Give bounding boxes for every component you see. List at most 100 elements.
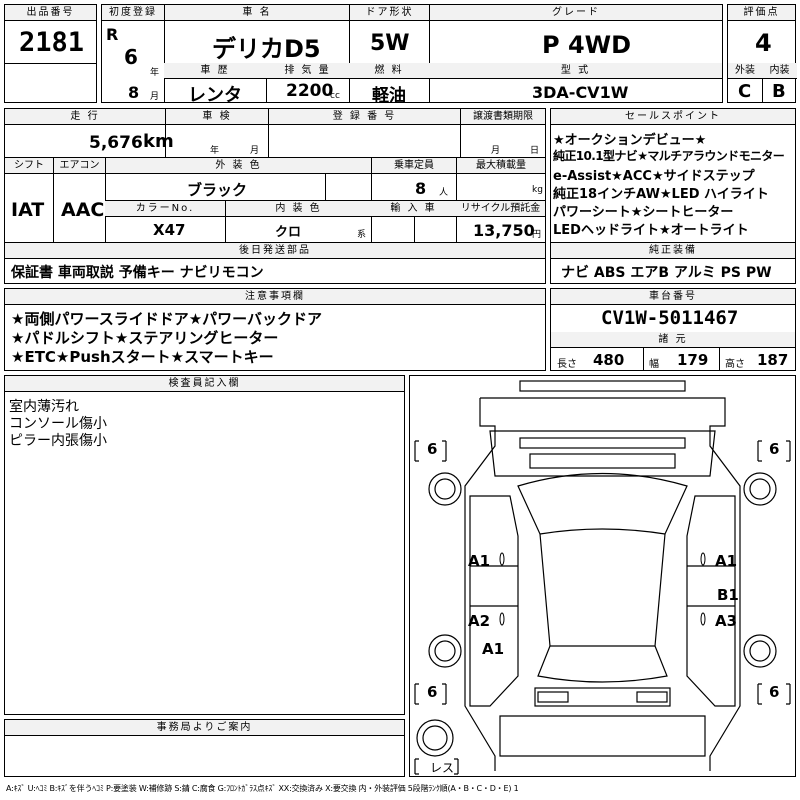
import-label: 輸 入 車	[371, 201, 456, 217]
recycle-unit: 円	[532, 230, 542, 240]
ext-color-label: 外 装 色	[105, 158, 371, 174]
genuine-equip-label: 純正装備	[551, 243, 795, 259]
chassis-box: 車台番号 CV1W-5011467 諸 元 長さ 480 幅 179 高さ 18…	[550, 288, 796, 371]
notes-label: 注意事項欄	[5, 289, 545, 305]
inspector-line: 室内薄汚れ	[9, 399, 79, 415]
later-parts-label: 後日発送部品	[5, 243, 545, 259]
transfer-day-unit: 日	[530, 146, 540, 156]
genuine-equip: ナビ ABS エアB アルミ PS PW	[561, 265, 772, 281]
inspector-label: 検査員記入欄	[5, 376, 404, 392]
width-value: 179	[677, 351, 709, 369]
recycle-fee: 13,750	[473, 221, 535, 240]
int-score-label: 内装	[762, 63, 797, 79]
inspection-label: 車 検	[165, 109, 268, 125]
notes-line: ★パドルシフト★ステアリングヒーター	[11, 329, 279, 347]
ext-color: ブラック	[187, 181, 248, 199]
grade: P 4WD	[542, 31, 632, 59]
diagram-right-rear-door-damage: A3	[715, 612, 738, 630]
mileage-unit: km	[143, 131, 174, 152]
transfer-month-unit: 月	[491, 146, 501, 156]
damage-diagram: 6 6 6 6 A1 A2 A1 A1 B1 A3 レス	[409, 375, 796, 777]
details-box: 走 行 車 検 登 録 番 号 譲渡書類期限 5,676 km 年 月 月 日 …	[4, 108, 546, 243]
diagram-left-front-door-damage: A1	[468, 552, 491, 570]
capacity: 8	[415, 179, 427, 198]
vehicle-info-box: 初度登録 車 名 ドア形状 グレード R 6 年 8 月 デリカD5 5W P …	[101, 4, 723, 106]
notes-line: ★両側パワースライドドア★パワーバックドア	[11, 310, 322, 328]
displacement: 2200	[286, 81, 334, 101]
sales-points-box: セールスポイント ★オークションデビュー★ 純正10.1型ナビ★マルチアラウンド…	[550, 108, 796, 243]
color-no-label: カラーNo.	[105, 201, 225, 217]
specs-label: 諸 元	[551, 332, 795, 348]
recycle-label: リサイクル預託金	[456, 201, 545, 217]
height-value: 187	[757, 351, 789, 369]
displacement-label: 排 気 量	[266, 63, 349, 79]
overall-score: 4	[755, 29, 772, 57]
ext-score: C	[738, 81, 752, 102]
length-value: 480	[593, 351, 625, 369]
model-code: 3DA-CV1W	[532, 83, 629, 102]
height-label: 高さ	[725, 359, 745, 370]
door-type: 5W	[370, 31, 410, 56]
first-reg-month: 8	[128, 83, 140, 102]
diagram-left-rear-door-damage: A2	[468, 612, 491, 630]
capacity-label: 乗車定員	[371, 158, 456, 174]
sales-line: ★オークションデビュー★	[553, 133, 707, 148]
later-parts: 保証書 車両取説 予備キー ナビリモコン	[11, 265, 264, 281]
shift-label: シフト	[5, 158, 53, 174]
inspection-year-unit: 年	[210, 146, 220, 156]
diagram-right-front-door-damage: A1	[715, 552, 738, 570]
first-reg-label: 初度登録	[102, 5, 164, 21]
sales-line: e-Assist★ACC★サイドステップ	[553, 169, 755, 184]
ext-score-label: 外装	[728, 63, 762, 79]
diagram-front-right-mark: 6	[769, 440, 780, 458]
chassis-label: 車台番号	[551, 289, 795, 305]
diagram-rear-right-mark: 6	[769, 683, 780, 701]
spare-tire-note: レス	[430, 761, 455, 775]
grade-label: グレード	[429, 5, 722, 21]
first-reg-era: R	[106, 25, 119, 44]
history: レンタ	[188, 85, 242, 106]
genuine-equip-box: 純正装備 ナビ ABS エアB アルミ PS PW	[550, 242, 796, 284]
mileage-label: 走 行	[5, 109, 165, 125]
month-unit: 月	[150, 92, 160, 102]
fuel: 軽油	[372, 86, 406, 106]
inspector-line: ピラー内張傷小	[9, 433, 107, 449]
displacement-unit: cc	[330, 91, 340, 101]
notes-line: ★ETC★Pushスタート★スマートキー	[11, 348, 274, 366]
year-unit: 年	[150, 68, 160, 78]
sales-line: パワーシート★シートヒーター	[553, 205, 734, 220]
shift: IAT	[11, 199, 45, 221]
damage-legend: A:ｷｽﾞ U:ﾍｺﾐ B:ｷｽﾞを伴うﾍｺﾐ P:要塗装 W:補修跡 S:錆 …	[6, 784, 519, 793]
width-label: 幅	[649, 359, 659, 370]
max-load-unit: kg	[532, 185, 543, 195]
lot-label: 出品番号	[5, 5, 96, 21]
door-label: ドア形状	[349, 5, 429, 21]
sales-line: 純正10.1型ナビ★マルチアラウンドモニター	[553, 149, 785, 163]
chassis-number: CV1W-5011467	[601, 307, 739, 329]
model-label: 型 式	[429, 63, 722, 79]
ac: AAC	[61, 199, 105, 221]
int-color-label: 内 装 色	[225, 201, 371, 217]
reg-no-label: 登 録 番 号	[268, 109, 460, 125]
transfer-label: 譲渡書類期限	[460, 109, 545, 125]
color-no: X47	[153, 221, 186, 239]
max-load-label: 最大積載量	[456, 158, 545, 174]
ac-label: エアコン	[53, 158, 105, 174]
mileage: 5,676	[89, 133, 143, 153]
fuel-label: 燃 料	[349, 63, 429, 79]
office-notice-box: 事務局よりご案内	[4, 719, 405, 777]
sales-points-label: セールスポイント	[551, 109, 795, 125]
score-label: 評価点	[728, 5, 795, 21]
car-name: デリカD5	[212, 35, 321, 63]
score-box: 評価点 4 外装 内装 C B	[727, 4, 797, 103]
first-reg-year: 6	[124, 45, 138, 69]
capacity-unit: 人	[439, 188, 449, 198]
inspector-box: 検査員記入欄 室内薄汚れ コンソール傷小 ピラー内張傷小	[4, 375, 405, 715]
office-notice-label: 事務局よりご案内	[5, 720, 404, 736]
car-outline-diagram	[414, 380, 791, 775]
sales-line: 純正18インチAW★LED ハイライト	[553, 187, 769, 202]
int-score: B	[772, 81, 786, 102]
notes-box: 注意事項欄 ★両側パワースライドドア★パワーバックドア ★パドルシフト★ステアリ…	[4, 288, 546, 371]
later-parts-box: 後日発送部品 保証書 車両取説 予備キー ナビリモコン	[4, 242, 546, 284]
lot-box: 出品番号 2181	[4, 4, 97, 103]
